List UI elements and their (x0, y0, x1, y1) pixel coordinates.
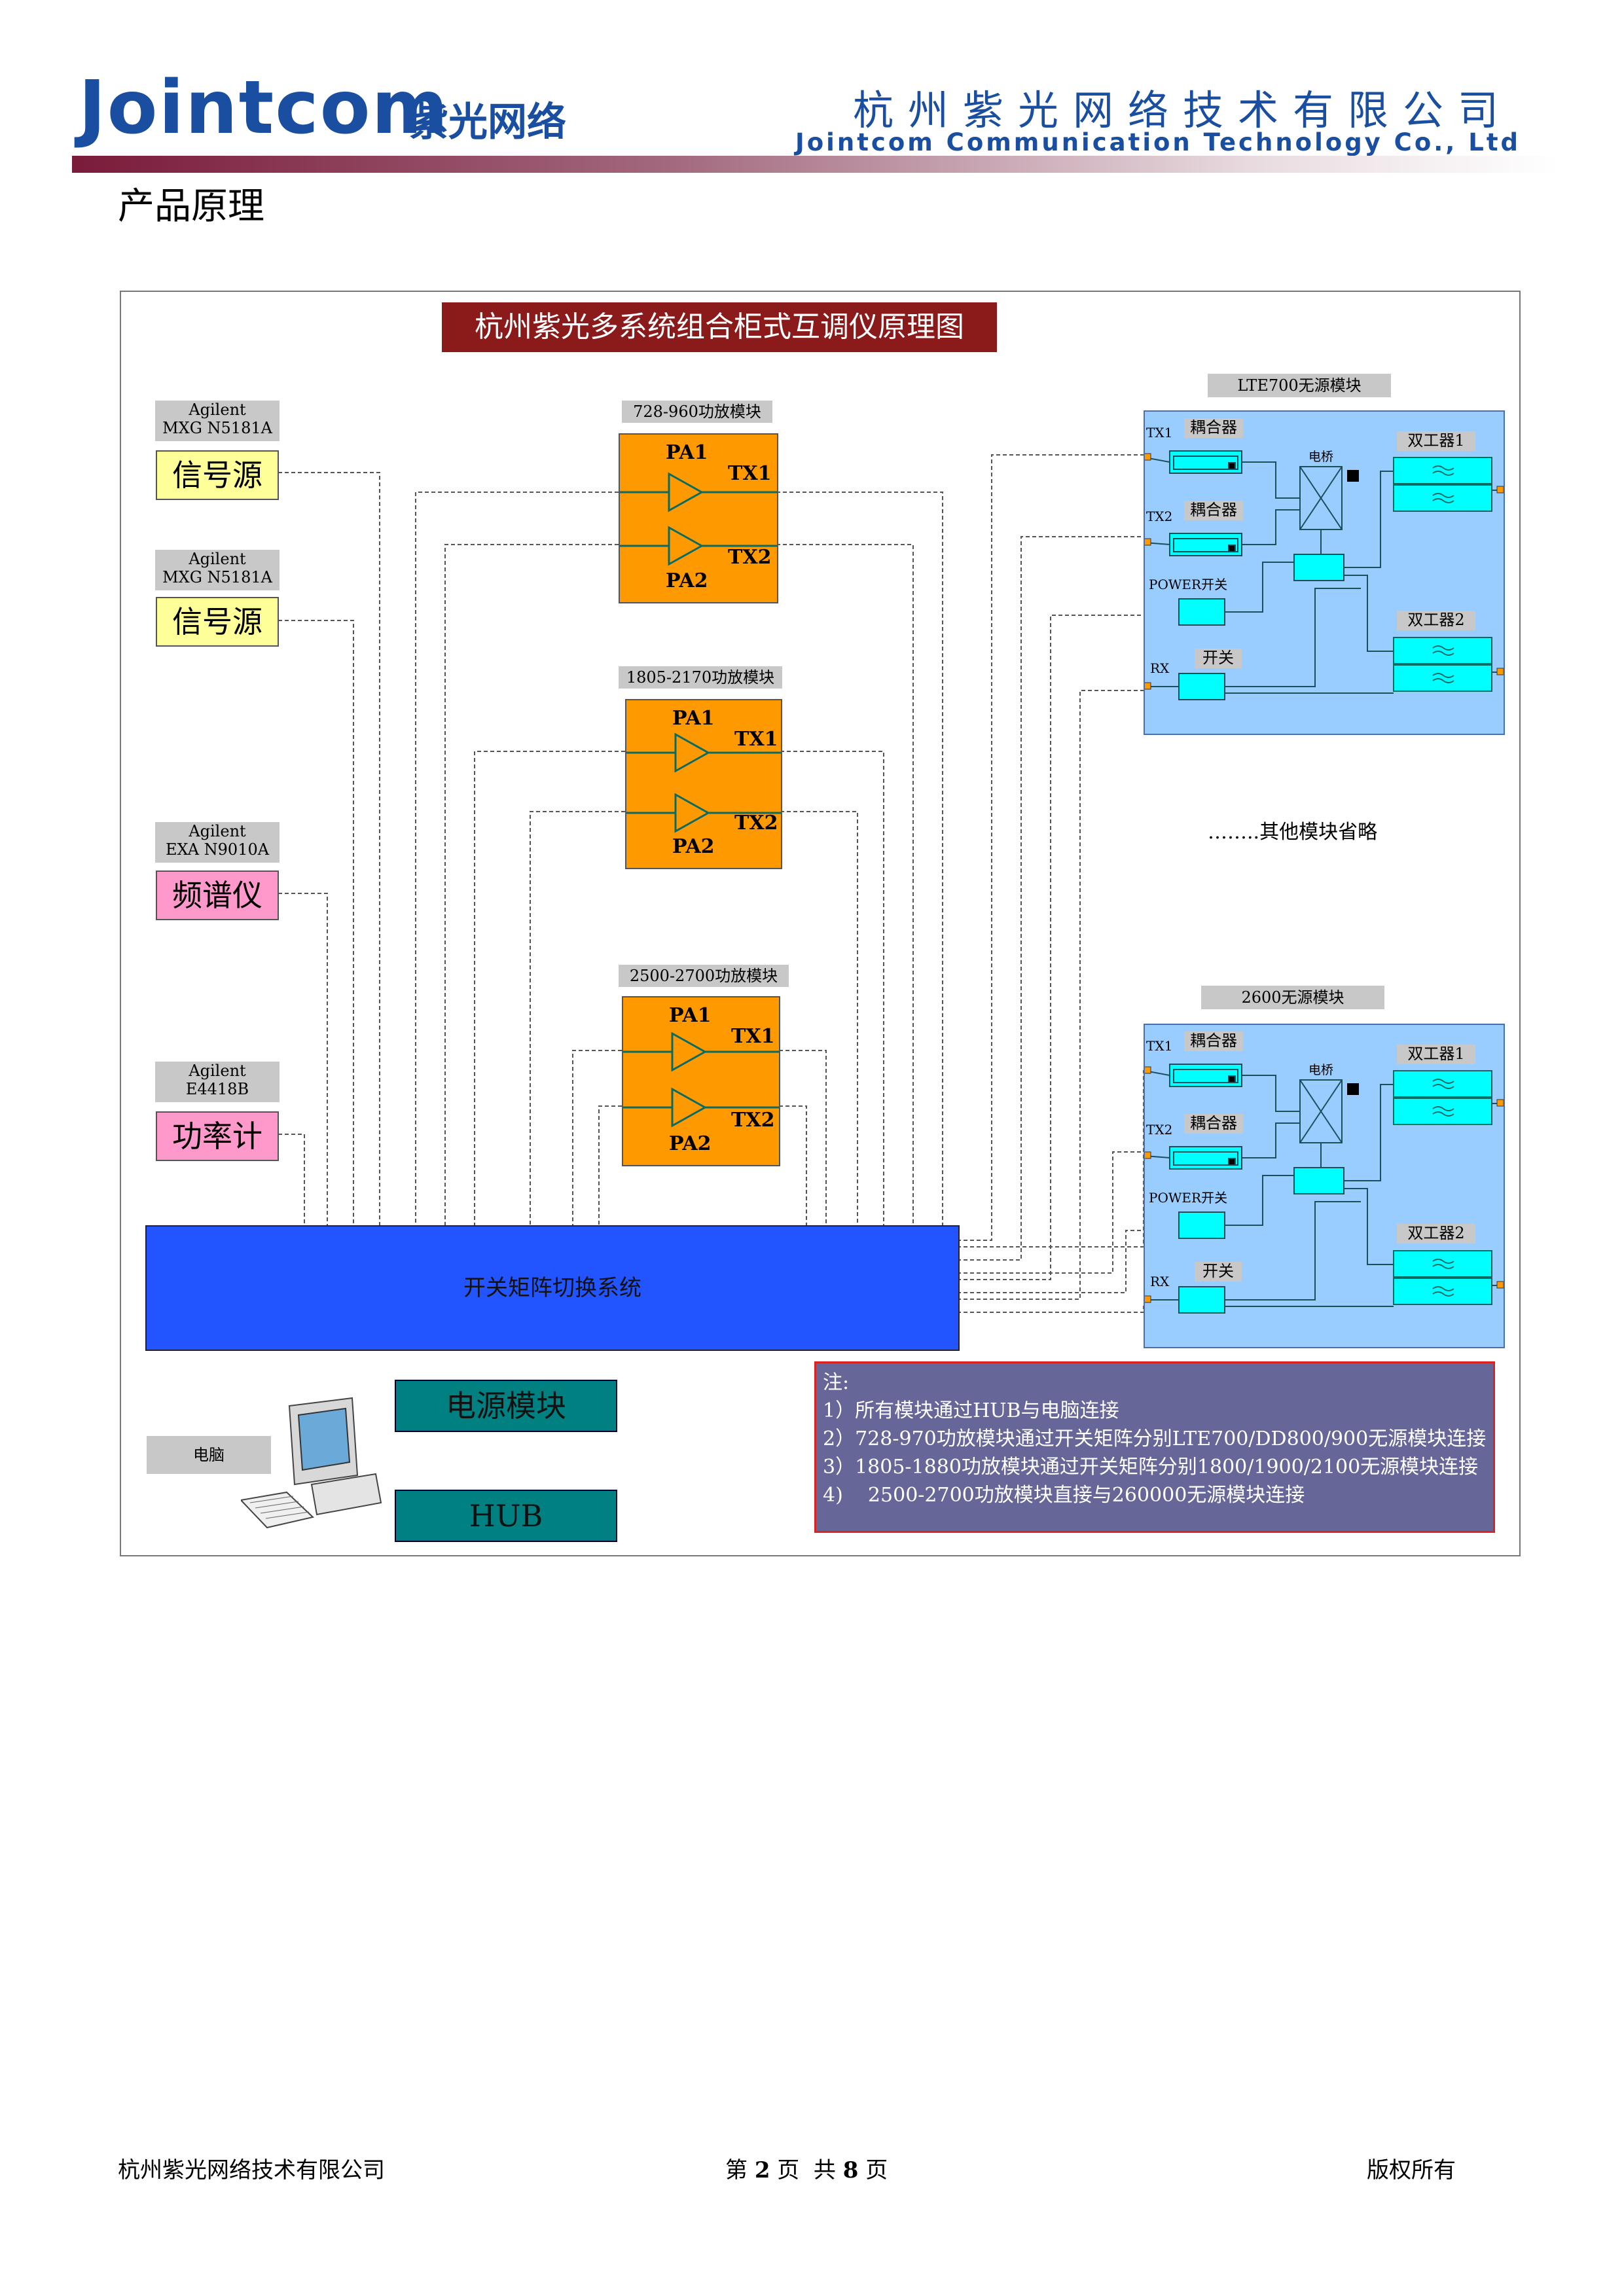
coupler-label: 耦合器 (1184, 1114, 1243, 1134)
passive-circuit (1145, 450, 1504, 700)
instrument-model-label: Agilent MXG N5181A (155, 401, 280, 441)
tx1-port-label: TX1 (1146, 425, 1173, 440)
note-line: 2）728-970功放模块通过开关矩阵分别LTE700/DD800/900无源模… (823, 1427, 1487, 1450)
logo-text: Jointcom (79, 65, 450, 151)
pa-module-2500-2700: PA1 TX1 TX2 PA2 (622, 996, 780, 1166)
amplifier-icon (623, 1031, 779, 1128)
spectrum-analyzer: 频谱仪 (156, 870, 279, 920)
company-name-en: Jointcom Communication Technology Co., L… (795, 128, 1521, 156)
amplifier-icon (626, 732, 781, 833)
bridge-label: 电桥 (1308, 1063, 1334, 1077)
passive-module-2600: TX1 TX2 耦合器 耦合器 电桥 POWER开关 开关 RX 双工器1 双工… (1144, 1024, 1505, 1348)
coupler-label: 耦合器 (1184, 501, 1243, 520)
tx2-port-label: TX2 (1146, 509, 1173, 524)
coupler-label: 耦合器 (1184, 1031, 1243, 1051)
tx1-label: TX1 (731, 1025, 775, 1048)
section-title: 产品原理 (118, 185, 264, 228)
tx2-label: TX2 (728, 546, 772, 569)
tx1-port-label: TX1 (1146, 1038, 1173, 1054)
pa2-label: PA2 (672, 835, 715, 858)
pa-module-title: 728-960功放模块 (622, 401, 772, 423)
logo-cn: 紫光网络 (409, 99, 566, 145)
page-mid: 页 共 (777, 2157, 836, 2183)
power-meter: 功率计 (156, 1111, 279, 1161)
passive-module-lte700: TX1 TX2 耦合器 耦合器 电桥 POWER开关 开关 RX 双工器1 双工… (1144, 410, 1505, 735)
duplexer-1-label: 双工器1 (1397, 1045, 1475, 1064)
bridge-label: 电桥 (1308, 450, 1334, 464)
note-line: 4) 2500-2700功放模块直接与260000无源模块连接 (823, 1484, 1305, 1507)
tx1-label: TX1 (728, 462, 772, 485)
tx2-label: TX2 (731, 1109, 775, 1132)
pa1-label: PA1 (666, 441, 708, 464)
signal-source-2: 信号源 (156, 597, 279, 647)
tx2-port-label: TX2 (1146, 1122, 1173, 1138)
notes-title: 注: (823, 1371, 850, 1394)
current-page: 2 (754, 2157, 770, 2183)
switch-label: 开关 (1195, 649, 1242, 668)
footer-rights: 版权所有 (1367, 2157, 1456, 2183)
rx-port-label: RX (1150, 1274, 1170, 1289)
power-switch-label: POWER开关 (1149, 577, 1228, 592)
pa-module-title: 2500-2700功放模块 (619, 965, 789, 987)
omitted-modules-note: ……..其他模块省略 (1208, 821, 1378, 844)
computer-icon (241, 1397, 382, 1529)
coupler-label: 耦合器 (1184, 418, 1243, 438)
notes-box: 注: 1）所有模块通过HUB与电脑连接 2）728-970功放模块通过开关矩阵分… (814, 1361, 1495, 1533)
duplexer-2-label: 双工器2 (1397, 611, 1475, 630)
pa-module-1805-2170: PA1 TX1 TX2 PA2 (625, 699, 782, 869)
tx1-label: TX1 (734, 728, 778, 751)
tx2-label: TX2 (734, 812, 778, 834)
pa2-label: PA2 (666, 569, 708, 592)
hub: HUB (395, 1490, 617, 1542)
company-name-cn: 杭州紫光网络技术有限公司 (852, 86, 1513, 134)
note-line: 1）所有模块通过HUB与电脑连接 (823, 1399, 1119, 1422)
power-module: 电源模块 (395, 1380, 617, 1432)
instrument-model-label: Agilent EXA N9010A (155, 822, 280, 863)
page-suffix: 页 (865, 2157, 888, 2183)
pa-module-728-960: PA1 TX1 TX2 PA2 (619, 433, 778, 603)
footer-page-number: 第 2 页 共 8 页 (725, 2152, 888, 2184)
pa1-label: PA1 (669, 1004, 712, 1027)
footer-company: 杭州紫光网络技术有限公司 (118, 2157, 385, 2183)
switch-matrix-system: 开关矩阵切换系统 (145, 1225, 960, 1351)
total-pages: 8 (842, 2157, 859, 2183)
instrument-model-label: Agilent MXG N5181A (155, 550, 280, 590)
diagram-title: 杭州紫光多系统组合柜式互调仪原理图 (442, 302, 997, 352)
pa2-label: PA2 (669, 1132, 712, 1155)
pa1-label: PA1 (672, 707, 715, 730)
duplexer-2-label: 双工器2 (1397, 1224, 1475, 1244)
rx-port-label: RX (1150, 660, 1170, 676)
passive-module-title: 2600无源模块 (1201, 986, 1384, 1009)
computer-label: 电脑 (147, 1436, 271, 1474)
note-line: 3）1805-1880功放模块通过开关矩阵分别1800/1900/2100无源模… (823, 1456, 1479, 1479)
passive-module-title: LTE700无源模块 (1208, 374, 1391, 397)
pa-module-title: 1805-2170功放模块 (619, 666, 782, 689)
passive-circuit (1145, 1064, 1504, 1314)
duplexer-1-label: 双工器1 (1397, 431, 1475, 451)
switch-label: 开关 (1195, 1262, 1242, 1282)
instrument-model-label: Agilent E4418B (155, 1062, 280, 1102)
signal-source-1: 信号源 (156, 450, 279, 500)
power-switch-label: POWER开关 (1149, 1190, 1228, 1206)
header-divider-bar (72, 156, 1558, 173)
amplifier-icon (620, 472, 777, 566)
page-prefix: 第 (725, 2157, 748, 2183)
